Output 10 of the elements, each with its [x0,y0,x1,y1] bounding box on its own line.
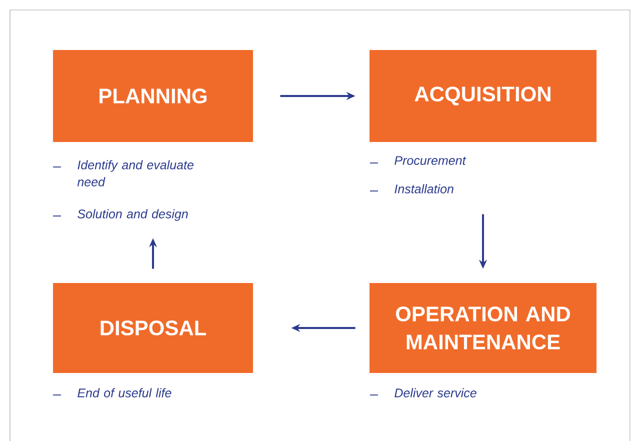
stage-box: OPERATION AND MAINTENANCE [370,282,596,373]
list-item: Deliver service [394,388,476,398]
list-item: Procurement [394,156,466,165]
list-item: Identify and evaluate need [77,160,194,186]
stage-box: DISPOSAL [53,282,253,373]
list-item: Solution and design [78,209,188,221]
list-item: Installation [394,184,454,194]
list-item: End of useful life [78,388,172,398]
stage-box: PLANNING [53,50,253,142]
stage-box: ACQUISITION [370,50,596,142]
